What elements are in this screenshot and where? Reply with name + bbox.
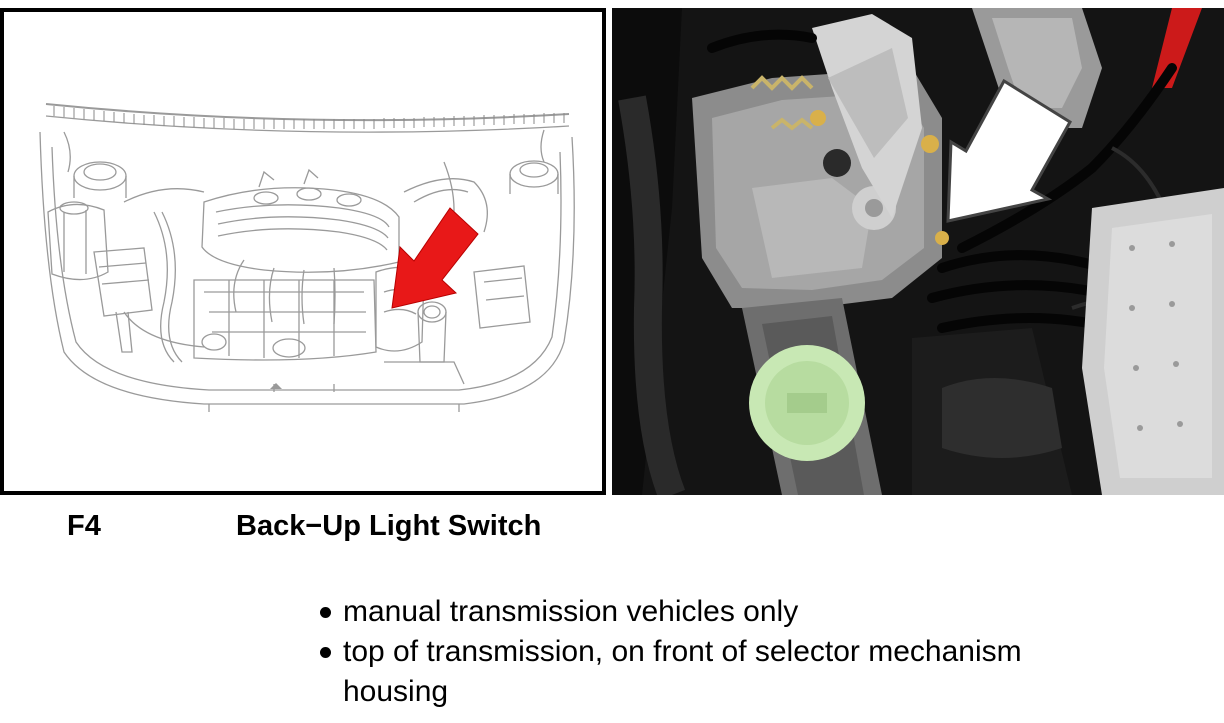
- note-text: top of transmission, on front of selecto…: [343, 635, 1022, 708]
- notes-list: manual transmission vehicles only top of…: [318, 592, 1118, 712]
- hood-latch-marker: [270, 383, 282, 389]
- component-title: Back−Up Light Switch: [236, 510, 542, 542]
- bullet-dot-icon: [320, 647, 331, 658]
- bullet-dot-icon: [320, 607, 331, 618]
- component-code: F4: [67, 510, 101, 542]
- engine-bay-line-art: [39, 103, 575, 412]
- note-item: top of transmission, on front of selecto…: [318, 632, 1118, 712]
- red-arrow-icon: [391, 207, 479, 309]
- note-text: manual transmission vehicles only: [343, 595, 799, 628]
- white-arrow-icon: [946, 78, 1073, 223]
- transmission-photo-art: [612, 8, 1224, 495]
- engine-bay-diagram: [0, 8, 606, 495]
- transmission-photo: [612, 8, 1224, 495]
- note-item: manual transmission vehicles only: [318, 592, 1118, 632]
